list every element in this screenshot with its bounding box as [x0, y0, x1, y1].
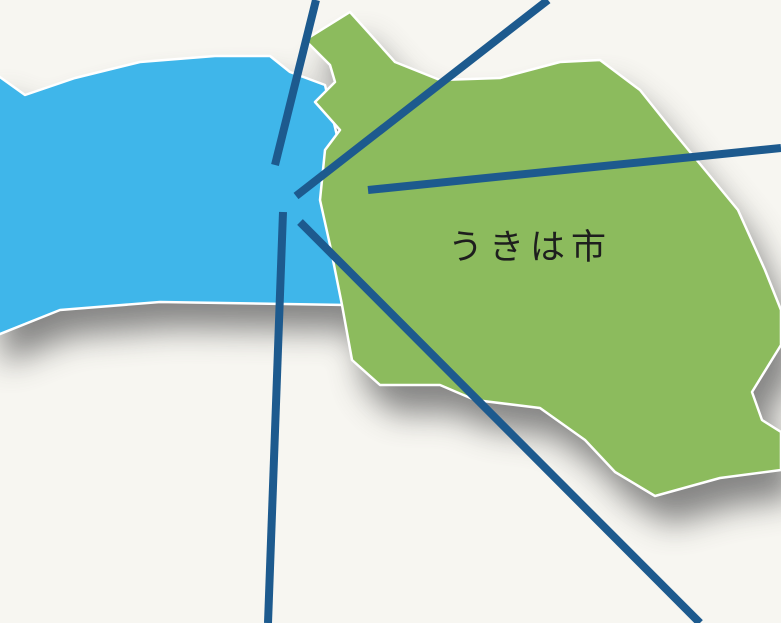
ray-southeast	[297, 219, 703, 623]
ray-north	[271, 0, 320, 166]
city-name-label: うきは市	[448, 228, 612, 268]
ray-northeast	[293, 0, 551, 200]
neighbor-region	[0, 54, 348, 336]
ukiha-city-region	[303, 10, 781, 498]
ray-east	[367, 144, 781, 194]
ray-south	[264, 211, 287, 623]
radiating-lines	[264, 0, 781, 623]
